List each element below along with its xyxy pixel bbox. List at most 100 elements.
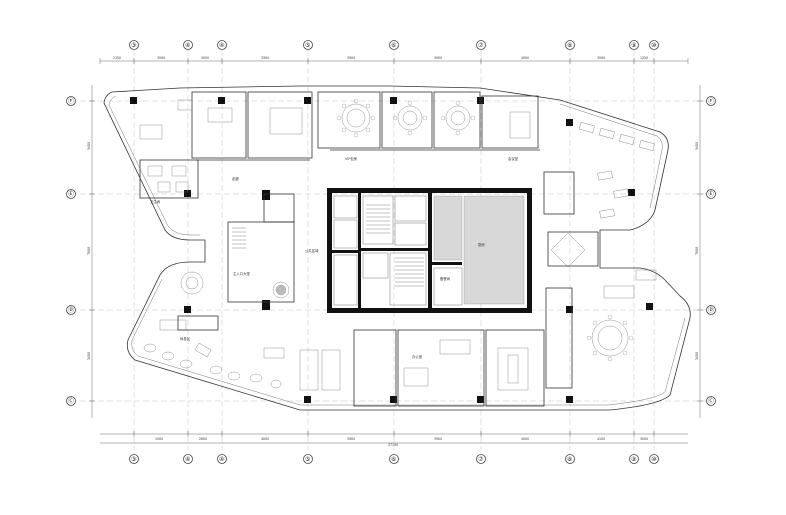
dining-table-4 <box>591 319 629 357</box>
label-service: 备餐间 <box>440 276 451 281</box>
grid-bubbles-right: Ⓕ Ⓔ Ⓓ Ⓒ <box>706 96 716 406</box>
svg-text:⑩: ⑩ <box>651 456 656 463</box>
stair-treads <box>232 204 424 287</box>
dim-top-4: 3300 <box>261 56 269 60</box>
dim-left-1: 3400 <box>87 142 91 150</box>
svg-text:⑧: ⑧ <box>567 456 572 463</box>
dim-left-3: 3400 <box>87 352 91 360</box>
grid-bubble-right-f: Ⓕ <box>706 96 716 106</box>
dim-bottom-7: 4100 <box>597 437 605 441</box>
grid-bubble-bottom-3: ③ <box>129 454 139 464</box>
svg-text:⑥: ⑥ <box>391 42 396 49</box>
grid-bubbles-top: ③ ④ ④ ⑤ ⑥ ⑦ ⑧ ⑨ ⑩ <box>129 40 659 50</box>
dim-top-2: 3000 <box>157 56 165 60</box>
svg-text:⑤: ⑤ <box>305 456 310 463</box>
grid-bubble-right-c: Ⓒ <box>706 396 716 406</box>
building-outline <box>103 85 691 411</box>
label-restroom: 卫生间 <box>150 199 161 204</box>
grid-bubble-bottom-4: ④ <box>217 454 227 464</box>
grid-bubble-top-3: ③ <box>129 40 139 50</box>
label-office: 办公室 <box>412 354 423 359</box>
grid-bubble-bottom-10: ⑩ <box>649 454 659 464</box>
grid-bubble-top-5: ⑤ <box>303 40 313 50</box>
core-walls <box>327 188 532 313</box>
svg-text:⑨: ⑨ <box>631 456 636 463</box>
dim-bottom-1: 1500 <box>155 437 163 441</box>
svg-text:③: ③ <box>131 42 136 49</box>
grid-bubble-bottom-9: ⑨ <box>629 454 639 464</box>
chair-dots <box>336 98 634 362</box>
svg-text:⑦: ⑦ <box>478 42 484 49</box>
left-upper-furniture <box>139 99 303 193</box>
core-interior <box>333 195 525 306</box>
grid-bubble-right-e: Ⓔ <box>706 189 716 199</box>
dim-bottom-2: 2600 <box>199 437 207 441</box>
lower-left-lounge <box>143 315 285 389</box>
lobby-area <box>227 193 295 303</box>
svg-text:Ⓒ: Ⓒ <box>708 397 714 405</box>
label-lobby: 主入口大堂 <box>233 271 251 276</box>
dimension-texts-bottom: 1500 2600 4000 3900 3900 4000 4100 3000 … <box>155 437 648 447</box>
svg-text:⑩: ⑩ <box>651 42 656 49</box>
svg-text:④: ④ <box>185 456 190 463</box>
svg-text:Ⓓ: Ⓓ <box>68 306 74 314</box>
dim-bottom-3: 4000 <box>261 437 269 441</box>
grid-bubble-bottom-6: ⑥ <box>389 454 399 464</box>
svg-text:Ⓔ: Ⓔ <box>68 190 74 198</box>
grid-bubble-left-d: Ⓓ <box>66 305 76 315</box>
grid-bubbles-bottom: ③ ④ ④ ⑤ ⑥ ⑦ ⑧ ⑨ ⑩ <box>129 454 659 464</box>
dining-table-3 <box>445 105 471 131</box>
dim-bottom-4: 3900 <box>347 437 355 441</box>
right-upper-furniture <box>509 111 655 268</box>
label-kitchen: 厨房 <box>478 242 485 247</box>
dim-top-9: 1250 <box>640 56 648 60</box>
dim-right-2: 7800 <box>695 247 699 255</box>
svg-text:Ⓒ: Ⓒ <box>68 397 74 405</box>
dim-top-6: 3900 <box>434 56 442 60</box>
structural-columns <box>130 97 653 403</box>
dim-top-1: 2150 <box>113 56 121 60</box>
dim-right-3: 3400 <box>695 352 699 360</box>
label-central-hall: 公共区域 <box>305 248 319 253</box>
svg-text:④: ④ <box>219 42 224 49</box>
lower-rooms <box>299 269 657 407</box>
dim-bottom-5: 3900 <box>434 437 442 441</box>
grid-bubble-bottom-3a: ④ <box>183 454 193 464</box>
dimension-texts-top: 2150 3000 3000 3300 3900 3900 4000 3000 … <box>113 56 648 60</box>
grid-bubble-right-d: Ⓓ <box>706 305 716 315</box>
label-corridor: 走廊 <box>232 176 239 181</box>
grid-bubble-bottom-7: ⑦ <box>476 454 486 464</box>
dim-top-8: 3000 <box>597 56 605 60</box>
dim-left-2: 7800 <box>87 247 91 255</box>
grid-bubble-left-f: Ⓕ <box>66 96 76 106</box>
dim-bottom-8: 3000 <box>640 437 648 441</box>
room-labels: 公共区域 主入口大堂 走廊 VIP包房 会议室 休息区 卫生间 厨房 备餐间 办… <box>150 156 519 359</box>
label-vip-dining: VIP包房 <box>345 156 358 161</box>
svg-text:⑧: ⑧ <box>567 42 572 49</box>
dim-top-3: 3000 <box>201 56 209 60</box>
grid-bubble-left-e: Ⓔ <box>66 189 76 199</box>
svg-text:③: ③ <box>131 456 136 463</box>
grid-bubble-bottom-5: ⑤ <box>303 454 313 464</box>
grid-bubbles-left: Ⓕ Ⓔ Ⓓ Ⓒ <box>66 96 76 406</box>
grid-bubble-left-c: Ⓒ <box>66 396 76 406</box>
svg-text:⑤: ⑤ <box>305 42 310 49</box>
svg-text:Ⓕ: Ⓕ <box>68 97 74 105</box>
dining-table-1 <box>341 103 371 133</box>
dim-bottom-total: 37100 <box>388 443 398 447</box>
svg-text:⑥: ⑥ <box>391 456 396 463</box>
dim-right-1: 3400 <box>695 142 699 150</box>
round-tables-upper <box>180 103 629 357</box>
svg-text:④: ④ <box>219 456 224 463</box>
dining-table-2 <box>397 105 423 131</box>
svg-text:⑨: ⑨ <box>631 42 636 49</box>
svg-text:Ⓕ: Ⓕ <box>708 97 714 105</box>
upper-rooms <box>139 91 599 267</box>
grid-bubble-top-9: ⑨ <box>629 40 639 50</box>
svg-text:Ⓔ: Ⓔ <box>708 190 714 198</box>
dim-bottom-6: 4000 <box>521 437 529 441</box>
dining-table-5 <box>180 271 204 295</box>
grid-bubble-top-10: ⑩ <box>649 40 659 50</box>
grid-bubble-bottom-8: ⑧ <box>565 454 575 464</box>
